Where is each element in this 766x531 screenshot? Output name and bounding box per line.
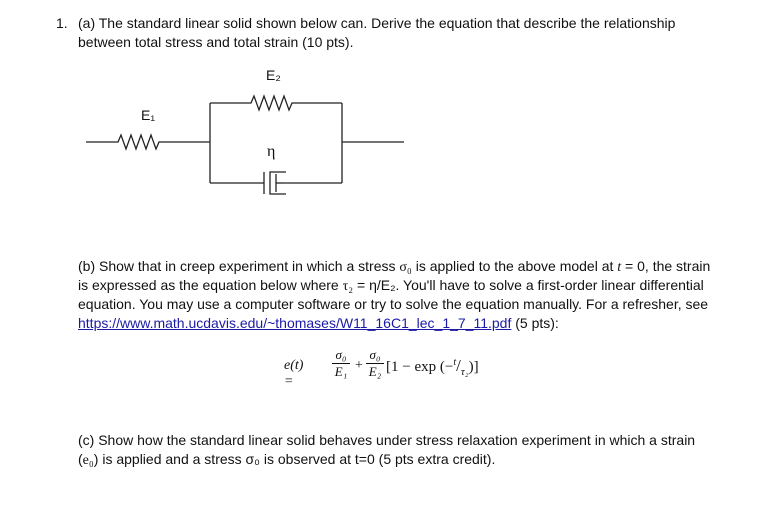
part-a-line-1: (a) The standard linear solid shown belo… — [78, 15, 676, 31]
refresher-link[interactable]: https://www.math.ucdavis.edu/~thomases/W… — [78, 315, 512, 331]
eta-label: η — [267, 143, 276, 160]
eq-plus: + — [355, 358, 363, 373]
e1-label: E₁ — [141, 107, 156, 123]
part-b-line-4: https://www.math.ucdavis.edu/~thomases/W… — [78, 315, 559, 331]
eta-dashpot — [263, 171, 286, 195]
part-b-line-3: equation. You may use a computer softwar… — [78, 296, 709, 312]
e0-symbol: e₀ — [82, 453, 94, 468]
part-c-line-1: (c) Show how the standard linear solid b… — [78, 432, 696, 448]
part-b-line-1: (b) Show that in creep experiment in whi… — [78, 258, 711, 275]
tau2-symbol: τ₂ — [342, 279, 354, 294]
part-a-line-2: between total stress and total strain (1… — [78, 34, 354, 50]
eq-lhs: e(t) = — [284, 358, 304, 389]
e2-spring — [210, 94, 342, 112]
e2-label: E₂ — [266, 67, 281, 83]
part-c-line-2: (e₀) is applied and a stress σ₀ is obser… — [78, 451, 496, 468]
e1-spring — [86, 133, 210, 151]
eq-exp-term: [1 − exp (−t/τ₂)] — [386, 356, 479, 378]
part-b-line-2: is expressed as the equation below where… — [78, 277, 704, 294]
sigma0-symbol: σ₀ — [399, 260, 412, 275]
question-number: 1. — [56, 15, 68, 31]
